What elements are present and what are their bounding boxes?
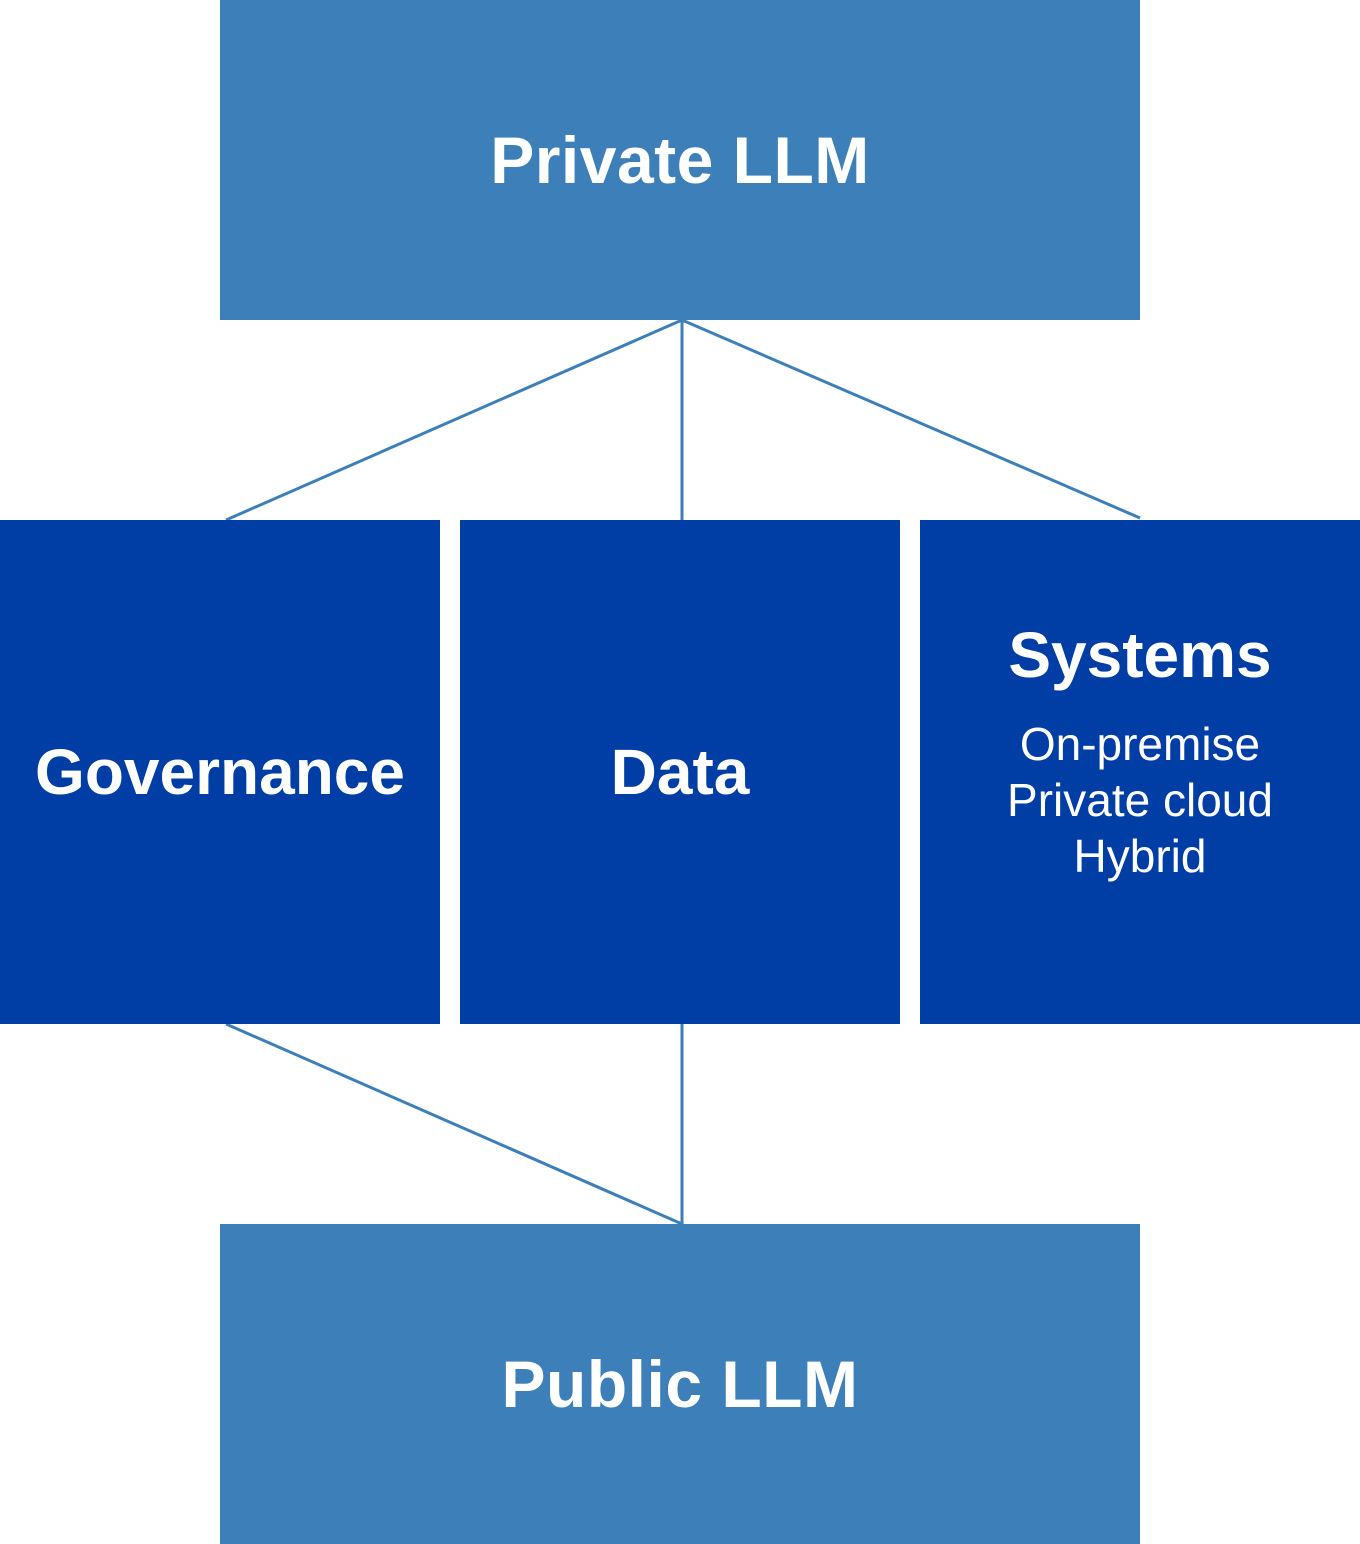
public-llm-box: Public LLM (220, 1224, 1140, 1544)
connector-governance-to-public (225, 1022, 683, 1226)
systems-item-hybrid: Hybrid (1073, 830, 1207, 883)
systems-item-private-cloud: Private cloud (1007, 774, 1273, 827)
systems-title: Systems (1008, 618, 1272, 691)
connector-private-to-governance (225, 318, 683, 522)
public-llm-title: Public LLM (501, 1346, 859, 1421)
data-box: Data (460, 520, 900, 1024)
systems-box: Systems On-premise Private cloud Hybrid (920, 520, 1360, 1024)
private-llm-title: Private LLM (490, 122, 870, 197)
governance-box: Governance (0, 520, 440, 1024)
data-title: Data (610, 735, 750, 808)
systems-item-on-premise: On-premise (1019, 718, 1261, 771)
systems-item-list: On-premise Private cloud Hybrid (1007, 716, 1273, 884)
private-llm-box: Private LLM (220, 0, 1140, 320)
connector-private-to-systems (681, 318, 1141, 520)
governance-title: Governance (35, 735, 405, 808)
